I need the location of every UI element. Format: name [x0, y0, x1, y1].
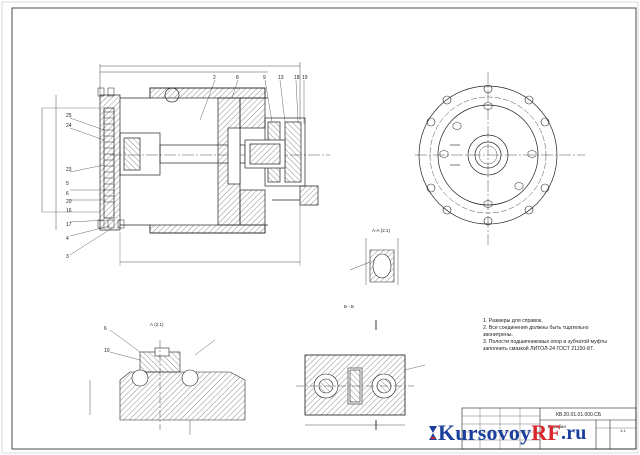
- section-a-a: А-А (2:1): [349, 228, 399, 285]
- scale-value: 1:1: [620, 428, 626, 433]
- svg-text:23: 23: [66, 167, 72, 173]
- svg-text:4: 4: [66, 236, 69, 242]
- section-aa-label: А-А (2:1): [372, 228, 391, 233]
- detail-a-label: А (2:1): [150, 322, 164, 327]
- watermark-hourglass-icon: [428, 425, 438, 441]
- section-b-b: Б - Б: [296, 304, 426, 430]
- watermark-base: Kursovoy: [438, 420, 532, 445]
- svg-text:5: 5: [66, 181, 69, 187]
- svg-text:10: 10: [104, 348, 110, 354]
- note-1: 1. Размеры для справок.: [483, 318, 543, 324]
- watermark-rf: RF: [531, 420, 562, 445]
- svg-text:16: 16: [66, 208, 72, 214]
- svg-text:19: 19: [302, 75, 308, 81]
- technical-notes: 1. Размеры для справок. 2. Все соединени…: [483, 318, 613, 353]
- svg-text:6: 6: [66, 191, 69, 197]
- doc-number: КВ.20.01.01.000.СБ: [556, 412, 602, 418]
- svg-text:18: 18: [294, 75, 300, 81]
- svg-text:13: 13: [278, 75, 284, 81]
- watermark-suffix: .ru: [561, 421, 587, 444]
- svg-text:9: 9: [263, 75, 266, 81]
- svg-text:6: 6: [104, 326, 107, 332]
- svg-text:17: 17: [66, 222, 72, 228]
- svg-text:24: 24: [66, 123, 72, 129]
- drawing-name: Барабан: [548, 424, 566, 429]
- svg-text:2: 2: [213, 75, 216, 81]
- note-2: 2. Все соединения должны быть тщательно …: [483, 325, 589, 338]
- svg-text:8: 8: [236, 75, 239, 81]
- note-3: 3. Полости подшипниковых опор и зубчатой…: [483, 339, 607, 352]
- end-view-flange: [415, 72, 585, 245]
- title-block: КВ.20.01.01.000.СБ Барабан 1:1: [461, 407, 637, 450]
- svg-text:25: 25: [66, 113, 72, 119]
- svg-text:20: 20: [66, 199, 72, 205]
- section-bb-label: Б - Б: [344, 304, 354, 309]
- detail-a: А (2:1) 6 10: [89, 322, 246, 435]
- svg-text:3: 3: [66, 254, 69, 260]
